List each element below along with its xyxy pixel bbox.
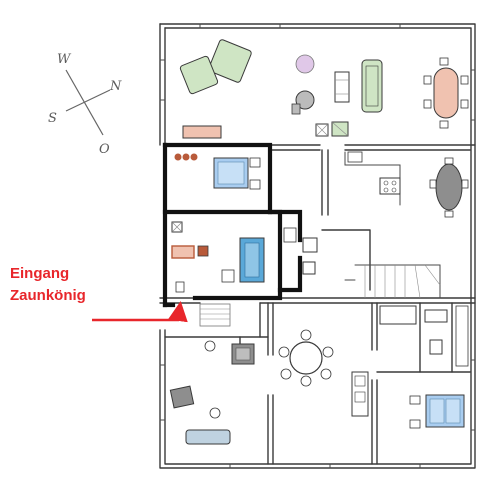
nightstand bbox=[249, 179, 261, 190]
round-stool bbox=[209, 407, 221, 419]
chair bbox=[423, 75, 432, 85]
washbasin bbox=[424, 309, 448, 323]
compass-south-label: S bbox=[48, 111, 57, 126]
sofa-green-1 bbox=[208, 39, 252, 83]
chair bbox=[278, 346, 290, 358]
sideboard-pink bbox=[182, 125, 222, 139]
staircase bbox=[344, 264, 441, 299]
sofa-green-3 bbox=[361, 59, 383, 113]
chair bbox=[280, 368, 292, 380]
armchair-gray bbox=[295, 90, 315, 110]
kitchen-counter bbox=[351, 371, 369, 417]
toilet bbox=[429, 339, 443, 355]
chair bbox=[461, 179, 469, 189]
armchair-gray-seat bbox=[291, 103, 301, 115]
round-stool bbox=[204, 340, 216, 352]
entrance-annotation: Eingang Zaunkönig bbox=[10, 265, 188, 323]
chair bbox=[460, 99, 469, 109]
outer-walls bbox=[159, 23, 476, 469]
washbasin bbox=[302, 237, 318, 253]
chair bbox=[320, 368, 332, 380]
side-table bbox=[221, 269, 235, 283]
chair bbox=[300, 329, 312, 341]
chair-brown bbox=[197, 245, 209, 257]
nightstand bbox=[409, 395, 421, 405]
round-stool bbox=[295, 54, 315, 74]
chair bbox=[439, 57, 449, 66]
interior-walls bbox=[159, 144, 476, 465]
compass-east-label: O bbox=[99, 142, 110, 157]
chair bbox=[460, 75, 469, 85]
shower bbox=[455, 305, 469, 367]
toilet bbox=[302, 261, 316, 275]
coffee-table bbox=[334, 71, 350, 103]
stove bbox=[379, 177, 401, 195]
nightstand bbox=[409, 419, 421, 429]
chair bbox=[322, 346, 334, 358]
chair-brown bbox=[190, 153, 198, 161]
desk-pink bbox=[171, 245, 195, 259]
compass-rose: W N S O bbox=[48, 52, 122, 157]
round-table bbox=[289, 341, 323, 375]
dining-table-gray bbox=[435, 163, 463, 211]
chair bbox=[423, 99, 432, 109]
chair-brown bbox=[174, 153, 182, 161]
annotation-line-2: Zaunkönig bbox=[10, 287, 86, 304]
annotation-line-1: Eingang bbox=[10, 265, 69, 282]
armchair-gray bbox=[169, 385, 195, 409]
nightstand bbox=[249, 157, 261, 168]
small-cabinet bbox=[175, 281, 185, 293]
chair bbox=[300, 375, 312, 387]
bathtub bbox=[379, 305, 417, 325]
sofa-green-2 bbox=[179, 55, 219, 95]
chair bbox=[444, 210, 454, 218]
kitchen bbox=[344, 151, 401, 206]
chair bbox=[444, 157, 454, 165]
entrance-arrow bbox=[92, 301, 188, 323]
sink bbox=[347, 151, 363, 163]
compass-west-label: W bbox=[57, 52, 72, 67]
dining-table-pink bbox=[433, 67, 459, 119]
sofa-blue-gray bbox=[185, 429, 231, 445]
shelf bbox=[283, 227, 297, 243]
chair bbox=[429, 179, 437, 189]
compass-north-label: N bbox=[109, 79, 122, 94]
apartment-zaunkoenig bbox=[162, 142, 303, 308]
entry-stairs bbox=[199, 303, 231, 327]
chair bbox=[439, 120, 449, 129]
chair-brown bbox=[182, 153, 190, 161]
